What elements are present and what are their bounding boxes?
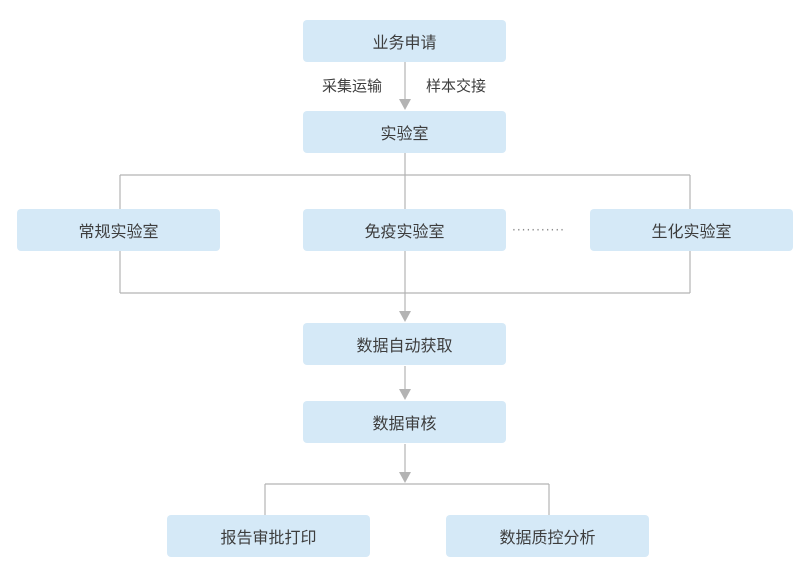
ellipsis-more-labs: ···········	[512, 223, 565, 237]
arrowhead-to-data-acquisition	[399, 311, 411, 322]
node-label: 实验室	[380, 124, 429, 143]
node-data-qc-analysis: 数据质控分析	[446, 515, 649, 557]
node-label: 常规实验室	[78, 222, 159, 241]
node-label: 数据审核	[372, 414, 437, 433]
node-routine-lab: 常规实验室	[17, 209, 220, 251]
node-biochemistry-lab: 生化实验室	[590, 209, 793, 251]
node-data-review: 数据审核	[303, 401, 506, 443]
node-report-approval-print: 报告审批打印	[167, 515, 370, 557]
edge-label-sample-handover: 样本交接	[426, 77, 487, 95]
node-label: 数据质控分析	[499, 528, 596, 547]
arrowhead-to-split	[399, 472, 411, 483]
arrowhead-to-data-review	[399, 389, 411, 400]
node-immunology-lab: 免疫实验室	[303, 209, 506, 251]
node-auto-data-acquisition: 数据自动获取	[303, 323, 506, 365]
node-label: 数据自动获取	[356, 336, 453, 355]
node-label: 报告审批打印	[220, 528, 317, 547]
node-label: 免疫实验室	[364, 222, 445, 241]
node-business-application: 业务申请	[303, 20, 506, 62]
arrowhead-to-lab	[399, 99, 411, 110]
node-laboratory: 实验室	[303, 111, 506, 153]
edge-label-collection-transport: 采集运输	[322, 77, 383, 95]
node-label: 生化实验室	[651, 222, 732, 241]
node-label: 业务申请	[372, 33, 437, 52]
